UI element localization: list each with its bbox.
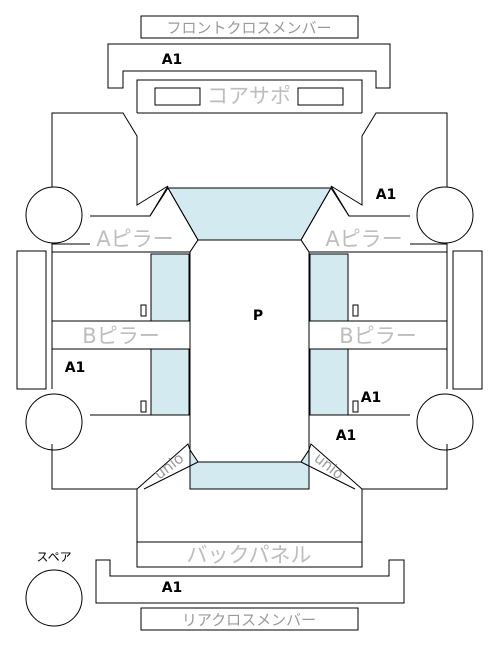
core-support-label: コアサポ: [207, 84, 291, 108]
rank-a1-right-rear-upper: A1: [361, 390, 382, 406]
left-rear-door-handle: [140, 400, 147, 413]
b-pillar-right-label: Bピラー: [339, 324, 416, 348]
left-rear-quarter: [136, 443, 191, 490]
windshield: [167, 187, 332, 241]
b-pillar-left-label: Bピラー: [82, 324, 159, 348]
left-rear-door-glass: [150, 348, 190, 416]
right-side-sill: [452, 250, 483, 390]
left-front-door-handle: [140, 304, 147, 317]
a-pillar-left-label: Aピラー: [96, 227, 173, 251]
back-panel-box: [136, 541, 363, 568]
right-rear-door-glass: [309, 348, 349, 416]
left-rear-quarter-inner: [143, 461, 199, 490]
wheel-rear-right: [416, 393, 474, 451]
center-code: P: [253, 308, 263, 324]
right-front-door-handle: [352, 304, 359, 317]
right-rear-quarter: [308, 443, 363, 490]
spare-label: スペア: [36, 550, 71, 564]
rear-cross-member-label: リアクロスメンバー: [182, 611, 316, 629]
right-front-door-glass: [309, 253, 349, 322]
a-pillar-right-label: Aピラー: [325, 227, 402, 251]
right-rear-door-handle: [352, 400, 359, 413]
front-cross-member-label: フロントクロスメンバー: [166, 19, 331, 37]
rear-bracket: [95, 559, 405, 604]
left-side-sill: [16, 250, 47, 390]
left-unit-mark: unio: [151, 449, 188, 483]
wheel-front-left: [25, 186, 83, 244]
rank-a1-left-rear: A1: [65, 360, 86, 376]
left-front-door-glass: [150, 253, 190, 322]
roof: [189, 239, 310, 463]
rear-cross-member-label-box: [140, 607, 359, 631]
right-rear-quarter-inner: [300, 461, 356, 490]
back-panel-label: バックパネル: [187, 543, 312, 567]
core-support-box: [136, 79, 363, 113]
left-b-pillar-band: [51, 320, 191, 350]
right-unit-mark: unio: [311, 449, 348, 483]
right-b-pillar-band: [308, 320, 448, 350]
rank-a1-right-rear-lower: A1: [336, 428, 357, 444]
spare-tire: [25, 569, 83, 627]
wheel-front-right: [416, 186, 474, 244]
rank-a1-right-front: A1: [376, 187, 397, 203]
rank-a1-rear: A1: [162, 580, 183, 596]
rank-a1-front: A1: [162, 52, 183, 68]
wheel-rear-left: [25, 393, 83, 451]
core-support-left-slot: [154, 87, 201, 106]
front-bracket: [107, 43, 391, 89]
front-cross-member-label-box: [140, 15, 359, 39]
core-support-right-slot: [297, 87, 344, 106]
